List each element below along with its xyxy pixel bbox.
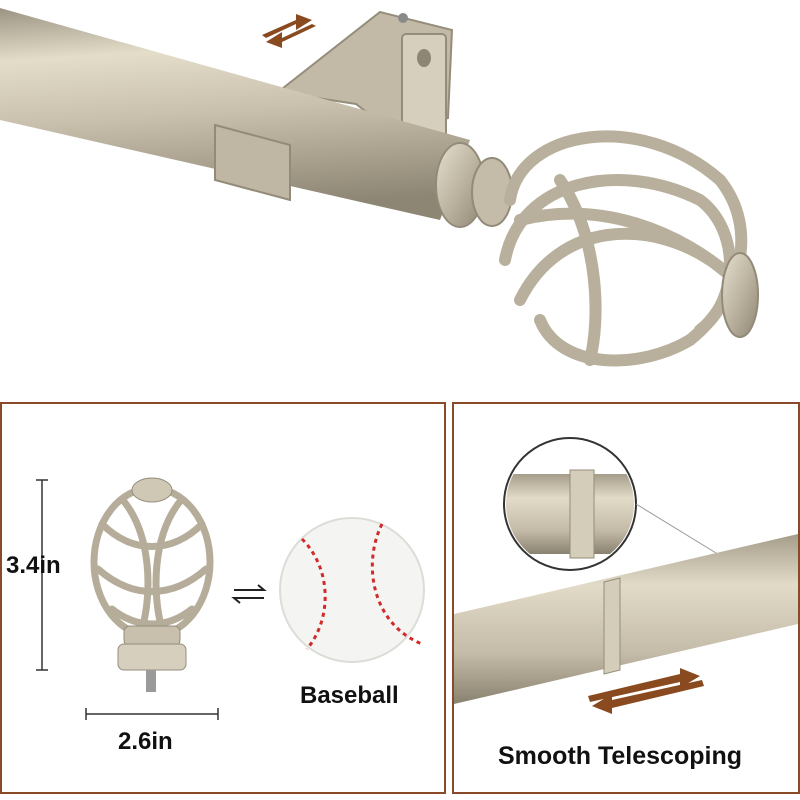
curtain-rod: [0, 8, 513, 228]
telescoping-illustration: [454, 437, 798, 714]
width-dimension-line: [85, 708, 219, 720]
finial-top: [131, 477, 173, 503]
telescoping-feature-panel: [452, 402, 800, 794]
telescoping-arrows-icon: [588, 668, 704, 714]
swap-arrows-icon: [231, 584, 267, 604]
finial-cap: [721, 252, 759, 338]
hero-product-image: [0, 8, 759, 367]
finial-screw: [146, 670, 156, 692]
telescoping-label: Smooth Telescoping: [498, 742, 742, 770]
cage-finial: [499, 130, 748, 367]
zoom-detail: [503, 437, 637, 571]
finial-cage-small: [90, 484, 214, 640]
finial-illustration: [36, 477, 425, 720]
wall-bracket: [275, 10, 454, 143]
baseball-label: Baseball: [300, 682, 399, 709]
finial-base: [123, 625, 181, 647]
width-label: 2.6in: [118, 728, 173, 755]
baseball-image: [279, 517, 425, 663]
size-comparison-panel: [0, 402, 446, 794]
height-dimension-line: [36, 479, 48, 671]
telescoping-rod: [454, 534, 798, 704]
height-label: 3.4in: [6, 552, 61, 579]
adjust-arrows-icon: [262, 14, 316, 48]
